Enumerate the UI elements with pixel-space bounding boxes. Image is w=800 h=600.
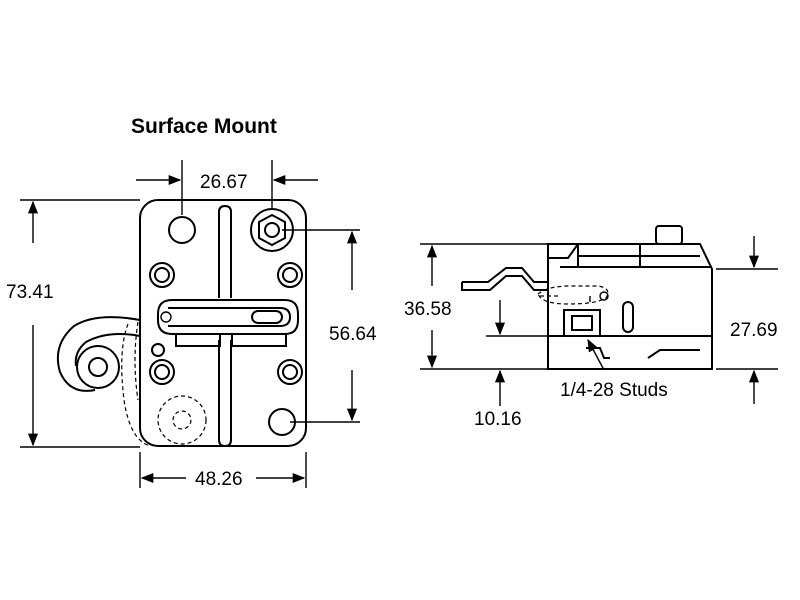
screw-top-right <box>277 262 303 288</box>
side-bracket <box>462 267 548 283</box>
dim-front-width: 48.26 <box>195 469 243 490</box>
top-left-hole <box>168 216 196 244</box>
dim-side-base-height: 10.16 <box>474 409 522 430</box>
stud-nut <box>563 309 601 336</box>
reset-lever <box>157 299 299 335</box>
diagram-title: Surface Mount <box>131 115 277 138</box>
dim-side-height: 36.58 <box>404 299 452 320</box>
dim-front-height: 73.41 <box>6 282 54 303</box>
reset-button <box>655 225 683 245</box>
screw-bottom-left <box>149 359 175 385</box>
center-slot <box>218 204 232 298</box>
side-bracket <box>56 316 141 392</box>
stud-label: 1/4-28 Studs <box>560 380 668 401</box>
side-dimensions: 36.58 10.16 27.69 1/4-28 Studs <box>404 236 778 430</box>
dim-front-top-width: 26.67 <box>200 172 248 193</box>
side-view <box>461 225 713 370</box>
dim-side-body-height: 27.69 <box>730 320 778 341</box>
dim-front-hole-spacing: 56.64 <box>329 324 377 345</box>
front-dimensions: 26.67 73.41 56.64 48.26 <box>6 160 377 490</box>
screw-top-left <box>149 262 175 288</box>
front-view <box>56 199 307 448</box>
bracket-mount-hole <box>76 345 120 389</box>
screw-bottom-right <box>277 359 303 385</box>
